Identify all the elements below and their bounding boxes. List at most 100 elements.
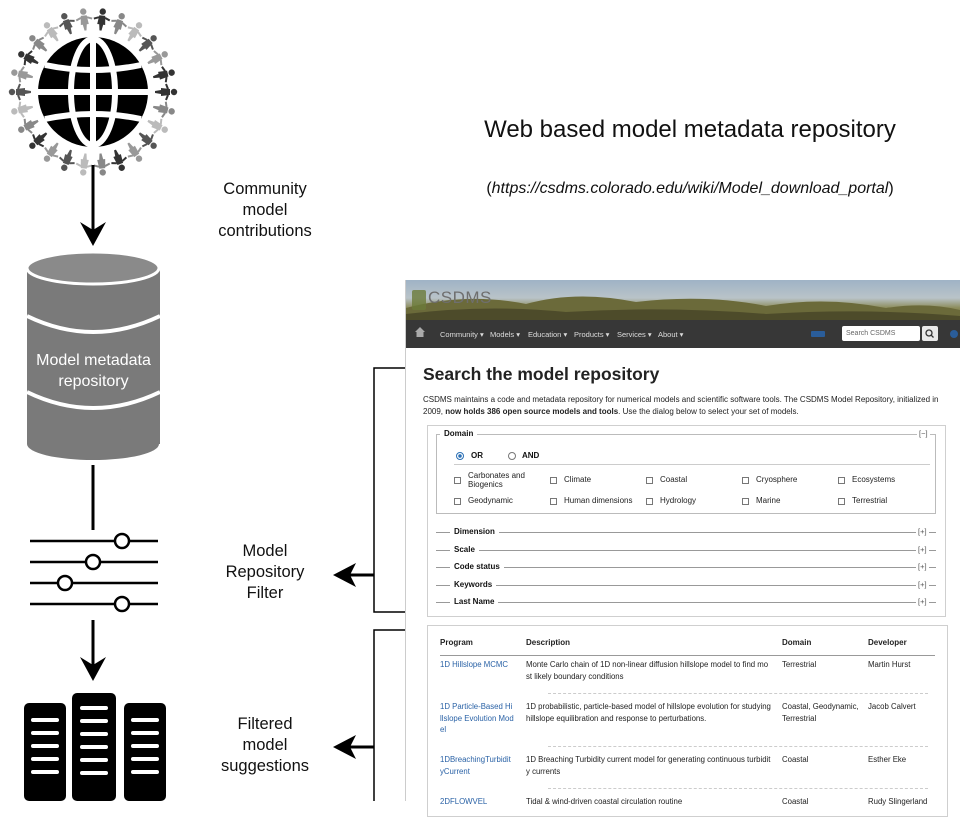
or-radio[interactable] [456,452,464,460]
program-description: Monte Carlo chain of 1D non-linear diffu… [526,660,769,681]
domain-checkbox[interactable] [646,498,653,505]
nav-about[interactable]: About ▾ [658,330,684,339]
community-label: Community model contributions [218,180,312,240]
header-domain[interactable]: Domain [782,638,812,647]
arrow-down-2 [80,620,106,681]
domain-checkbox-label: Marine [756,496,781,505]
domain-checkbox[interactable] [838,477,845,484]
row-divider [548,693,928,694]
domain-checkbox-label: Terrestrial [852,496,888,505]
program-developer: Esther Eke [868,755,907,764]
fieldset-expand-toggle[interactable]: [+] [916,544,929,554]
fieldset-expand-toggle[interactable]: [+] [916,527,929,536]
fieldset-last-name[interactable]: Last Name [450,597,499,606]
fieldset-keywords[interactable]: Keywords [450,579,497,589]
fieldset-code-status[interactable]: Code status [450,562,504,571]
domain-checkbox-label: Carbonates and Biogenics [468,471,525,489]
domain-checkbox-label: Hydrology [660,496,697,505]
person-figure [93,153,111,176]
filter-panel: Domain [−] OR AND Carbonates and Biogeni… [427,425,946,617]
row-divider [548,746,928,747]
database-icon [25,250,161,460]
fieldset-scale[interactable]: Scale [450,544,479,554]
domain-checkbox[interactable] [454,477,461,484]
suggestions-bracket [373,629,405,801]
csdms-logo-icon [412,290,426,310]
filter-sliders-icon [30,532,158,613]
intro-text: CSDMS maintains a code and metadata repo… [423,394,960,417]
person-figure [43,142,59,162]
repository-title: Web based model metadata repository [484,116,896,143]
url-text: https://csdms.colorado.edu/wiki/Model_do… [491,180,889,197]
program-link[interactable]: 1D Particle-Based Hillslope Evolution Mo… [440,702,514,734]
program-link[interactable]: 1D Hillslope MCMC [440,660,509,669]
nav-education[interactable]: Education ▾ [528,330,568,339]
row-divider [548,788,928,789]
person-figure [18,118,39,134]
person-figure [29,132,48,149]
fieldset-dimension[interactable]: Dimension [450,527,499,536]
fieldset-line [436,602,936,603]
globe-people-icon [8,8,178,176]
fieldset-expand-toggle[interactable]: [+] [916,562,929,571]
domain-title[interactable]: Domain [440,429,478,438]
domain-checkbox[interactable] [550,498,557,505]
search-input[interactable]: Search CSDMS [842,326,920,341]
person-figure [111,13,128,35]
person-figure [58,149,75,171]
filter-label: Model Repository Filter [225,542,305,602]
program-domain: Coastal, Geodynamic, Terrestrial [782,702,859,723]
domain-checkbox[interactable] [454,498,461,505]
home-icon[interactable] [415,327,425,337]
header-description[interactable]: Description [526,638,571,647]
intro-part-a: CSDMS maintains a code and metadata repo… [423,395,939,416]
person-figure [155,83,178,101]
program-developer: Martin Hurst [868,660,911,669]
user-icon[interactable] [950,330,958,338]
program-description: 1D Breaching Turbidity current model for… [526,755,771,776]
domain-checkbox[interactable] [838,498,845,505]
domain-checkbox[interactable] [742,477,749,484]
header-program[interactable]: Program [440,638,473,647]
person-figure [75,153,93,176]
domain-checkbox[interactable] [742,498,749,505]
nav-models[interactable]: Models ▾ [490,330,521,339]
domain-toggle[interactable]: [−] [917,429,930,438]
intro-part-b: . Use the dialog below to select your se… [618,406,799,416]
domain-fieldset [436,434,936,514]
nav-products[interactable]: Products ▾ [574,330,610,339]
person-figure [43,22,59,42]
fieldset-line [436,532,936,533]
edit-icon[interactable] [811,331,825,337]
program-link[interactable]: 2DFLOWVEL [440,797,488,806]
person-figure [111,149,128,171]
fieldset-expand-toggle[interactable]: [+] [916,597,929,606]
person-figure [152,66,175,83]
person-figure [147,118,168,134]
filter-arrow [333,563,374,587]
fieldset-line [436,567,936,568]
or-label: OR [471,451,483,460]
nav-services[interactable]: Services ▾ [617,330,652,339]
website-screenshot: CSDMS Community ▾ Models ▾ Education ▾ P… [405,280,960,817]
person-figure [93,8,111,31]
nav-community[interactable]: Community ▾ [440,330,484,339]
fieldset-expand-toggle[interactable]: [+] [916,579,929,589]
db-label: Model metadata repository [36,352,151,390]
results-table: Program Description Domain Developer 1D … [427,625,948,817]
fieldset-line [436,549,936,551]
left-diagram-graphics [8,8,405,801]
header-developer[interactable]: Developer [868,638,907,647]
and-radio[interactable] [508,452,516,460]
fieldset-line [436,584,936,586]
person-figure [11,66,34,83]
domain-checkbox[interactable] [646,477,653,484]
domain-checkbox-label: Geodynamic [468,496,513,505]
person-figure [127,142,143,162]
arrow-down-1 [80,165,106,246]
search-icon[interactable] [922,326,938,341]
domain-divider [454,464,930,465]
program-link[interactable]: 1DBreachingTurbidityCurrent [440,755,511,776]
domain-checkbox[interactable] [550,477,557,484]
domain-checkbox-label: Human dimensions [564,496,633,505]
